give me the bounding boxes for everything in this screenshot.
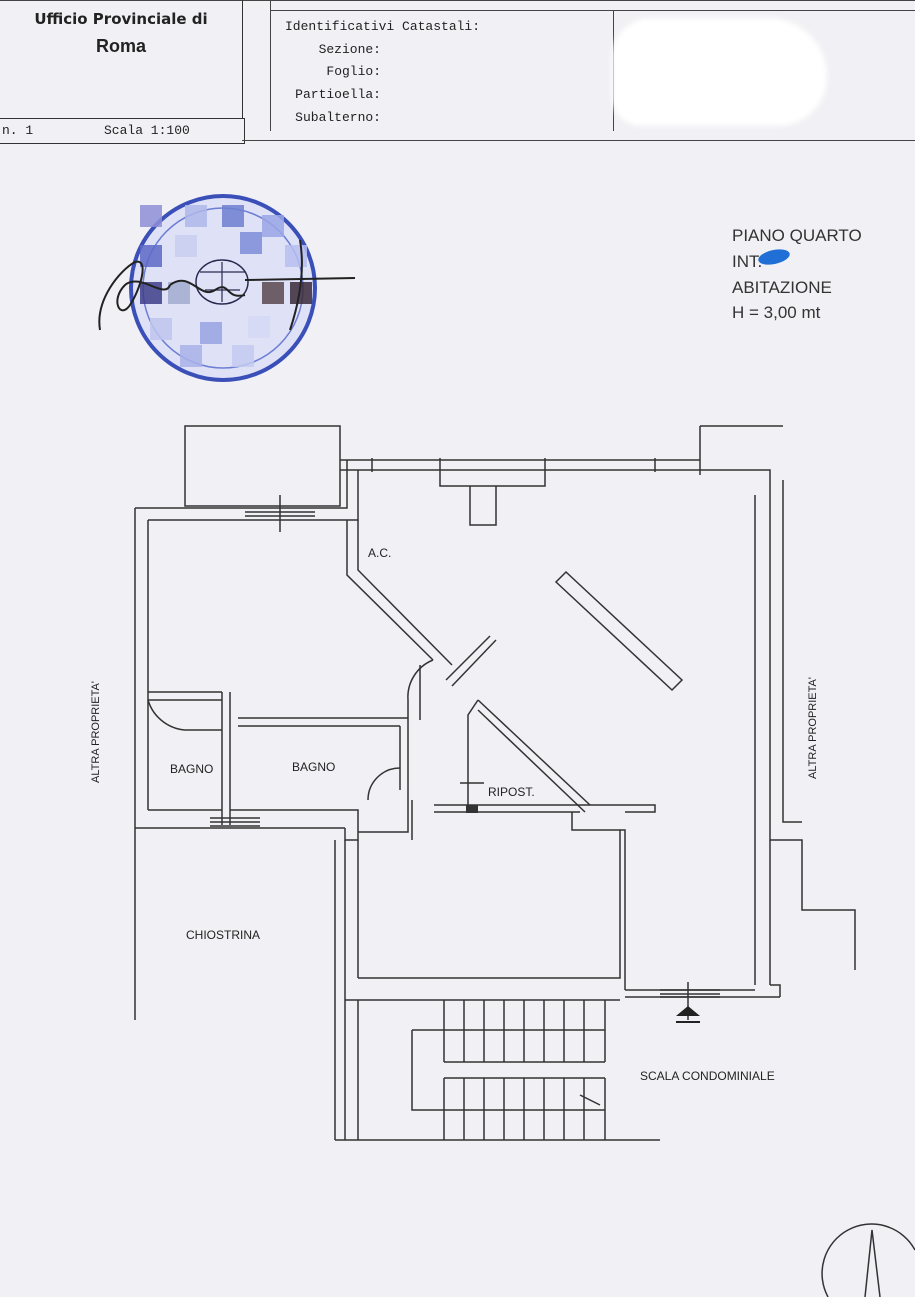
cadastral-ids-title: Identificativi Catastali: (285, 19, 481, 34)
field-sezione: Sezione: (318, 42, 381, 57)
header-bottom-rule (242, 140, 915, 141)
plan-lines (134, 425, 915, 1297)
label-bagno-2: BAGNO (292, 760, 336, 774)
cadastral-ids-block: Identificativi Catastali: Sezione: Fogli… (270, 10, 614, 131)
label-bagno-1: BAGNO (170, 762, 214, 776)
use-label: ABITAZIONE (732, 278, 832, 297)
scale-block: n. 1 Scala 1:100 (0, 118, 245, 144)
label-altra-proprieta-left: ALTRA PROPRIETA' (89, 681, 102, 783)
header-right-cell (612, 10, 915, 131)
header-divider (270, 0, 271, 10)
scale-value: Scala 1:100 (104, 123, 190, 138)
unit-label: INT. (732, 252, 763, 271)
header-top-rule (0, 0, 915, 1)
redacted-area (612, 18, 827, 126)
label-ripost: RIPOST. (488, 785, 535, 799)
signature (98, 239, 356, 331)
field-subalterno: Subalterno: (295, 110, 381, 125)
field-foglio: Foglio: (326, 64, 381, 79)
label-scala-condominiale: SCALA CONDOMINIALE (640, 1069, 775, 1083)
entrance-arrow (676, 1006, 700, 1016)
field-particella: Partioella: (295, 87, 381, 102)
height-label: H = 3,00 mt (732, 303, 821, 322)
sheet-number: n. 1 (2, 123, 34, 138)
office-line-2: Roma (95, 36, 146, 56)
office-line-1: Ufficio Provinciale di (34, 10, 208, 28)
ripost-door-mark (466, 805, 478, 813)
floor-label: PIANO QUARTO (732, 226, 862, 245)
label-chiostrina: CHIOSTRINA (186, 928, 261, 942)
label-ac: A.C. (368, 546, 392, 560)
label-altra-proprieta-right: ALTRA PROPRIETA' (806, 677, 819, 779)
